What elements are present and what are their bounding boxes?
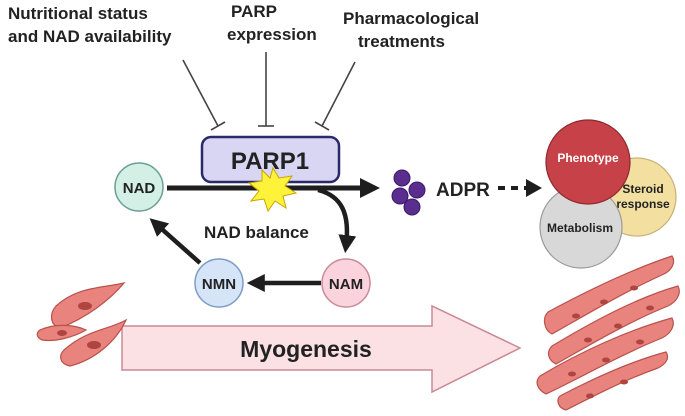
regulator-nutrition-line2: and NAD availability [8, 27, 172, 46]
nmn-node: NMN [194, 258, 244, 308]
nad-balance-label: NAD balance [204, 223, 309, 242]
regulator-parp-line2: expression [227, 25, 317, 44]
phenotype-label: Phenotype [557, 151, 619, 165]
metabolism-label: Metabolism [547, 221, 613, 235]
nam-label: NAM [329, 276, 363, 293]
regulator-nutrition-line1: Nutritional status [8, 4, 148, 23]
adpr-label: ADPR [436, 180, 490, 201]
myogenesis-label: Myogenesis [240, 336, 372, 362]
phenotype-circle: Phenotype [545, 119, 631, 205]
inhibition-parp-expression [258, 52, 274, 127]
regulator-pharmacological: Pharmacological treatments [343, 9, 479, 51]
nad-label: NAD [123, 180, 156, 197]
nmn-to-nad-arrow [149, 218, 202, 265]
regulator-nutrition: Nutritional status and NAD availability [8, 4, 172, 46]
nam-node: NAM [321, 258, 371, 308]
steroid-line2: response [616, 197, 670, 211]
cleavage-burst-icon [247, 166, 298, 213]
regulator-pharma-line2: treatments [358, 32, 445, 51]
nad-node: NAD [114, 162, 164, 212]
parp1-label: PARP1 [231, 148, 309, 175]
steroid-line1: Steroid [622, 182, 663, 196]
regulator-parp-expression: PARP expression [227, 2, 317, 44]
regulator-parp-line1: PARP [231, 2, 277, 21]
regulator-pharma-line1: Pharmacological [343, 9, 479, 28]
myogenesis-arrow: Myogenesis [121, 304, 522, 394]
metabolism-circle: Metabolism [539, 185, 623, 269]
parp1-box: PARP1 [200, 135, 341, 184]
inhibition-pharmacological [314, 61, 356, 131]
myotube-fibers-icon [536, 255, 680, 411]
myoblast-cells-icon [36, 281, 128, 367]
parp1-to-nam-arrow [317, 187, 357, 254]
inhibition-nutrition [182, 59, 226, 131]
nmn-label: NMN [202, 276, 236, 293]
adpr-molecule-icon [391, 169, 426, 216]
adpr-to-outcomes-arrow [498, 179, 542, 197]
